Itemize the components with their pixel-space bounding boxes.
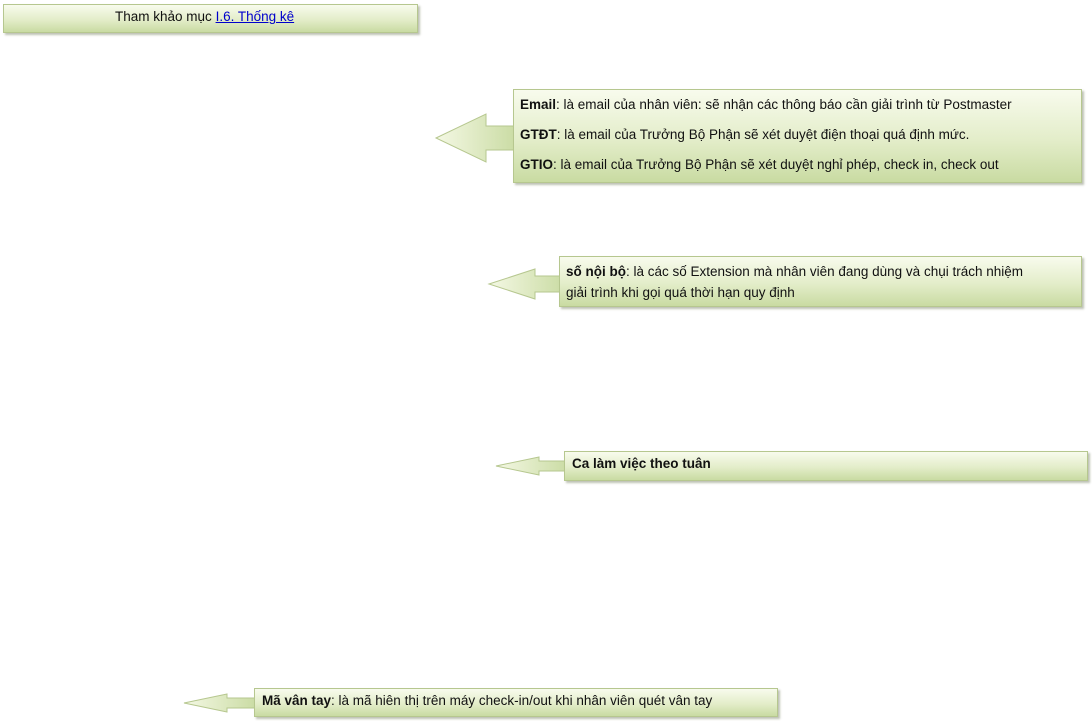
reference-text: Tham khảo mục I.6. Thống kê [115, 9, 294, 24]
extension-desc-1: : là các số Extension mà nhân viên đang … [626, 264, 1023, 279]
email-term: Email [520, 97, 557, 112]
email-desc: : là email của nhân viên: sẽ nhận các th… [556, 97, 1012, 112]
shift-desc-line: Ca làm việc theo tuân [572, 456, 711, 471]
fingerprint-callout [254, 688, 778, 717]
fingerprint-desc-line: Mã vân tay: là mã hiên thị trên máy chec… [262, 693, 712, 708]
shift-term: Ca làm việc theo tuân [572, 456, 711, 471]
email-callout-arrow [434, 113, 519, 163]
shift-callout-arrow [495, 456, 571, 476]
gtdt-desc: : là email của Trưởng Bộ Phận sẽ xét duy… [556, 127, 970, 142]
gtio-desc: : là email của Trưởng Bộ Phận sẽ xét duy… [553, 157, 999, 172]
fingerprint-callout-arrow [183, 693, 259, 713]
reference-link-statistics[interactable]: I.6. Thống kê [215, 9, 295, 24]
reference-note [3, 4, 418, 33]
email-callout [513, 89, 1082, 183]
gtio-term: GTIO [520, 157, 553, 172]
gtdt-term: GTĐT [520, 127, 557, 142]
extension-desc-line-2: giải trình khi gọi quá thời hạn quy định [566, 285, 795, 300]
email-desc-line: Email: là email của nhân viên: sẽ nhận c… [520, 97, 1012, 112]
extension-desc-line-1: số nội bộ: là các số Extension mà nhân v… [566, 264, 1023, 279]
extension-desc-2: giải trình khi gọi quá thời hạn quy định [566, 285, 795, 300]
fingerprint-term: Mã vân tay [262, 693, 332, 708]
gtio-desc-line: GTIO: là email của Trưởng Bộ Phận sẽ xét… [520, 157, 999, 172]
shift-callout [564, 451, 1088, 481]
gtdt-desc-line: GTĐT: là email của Trưởng Bộ Phận sẽ xét… [520, 127, 969, 142]
reference-prefix: Tham khảo mục [115, 9, 212, 24]
extension-term: số nội bộ [566, 264, 626, 279]
fingerprint-desc: : là mã hiên thị trên máy check-in/out k… [331, 693, 713, 708]
extension-callout [559, 256, 1082, 307]
